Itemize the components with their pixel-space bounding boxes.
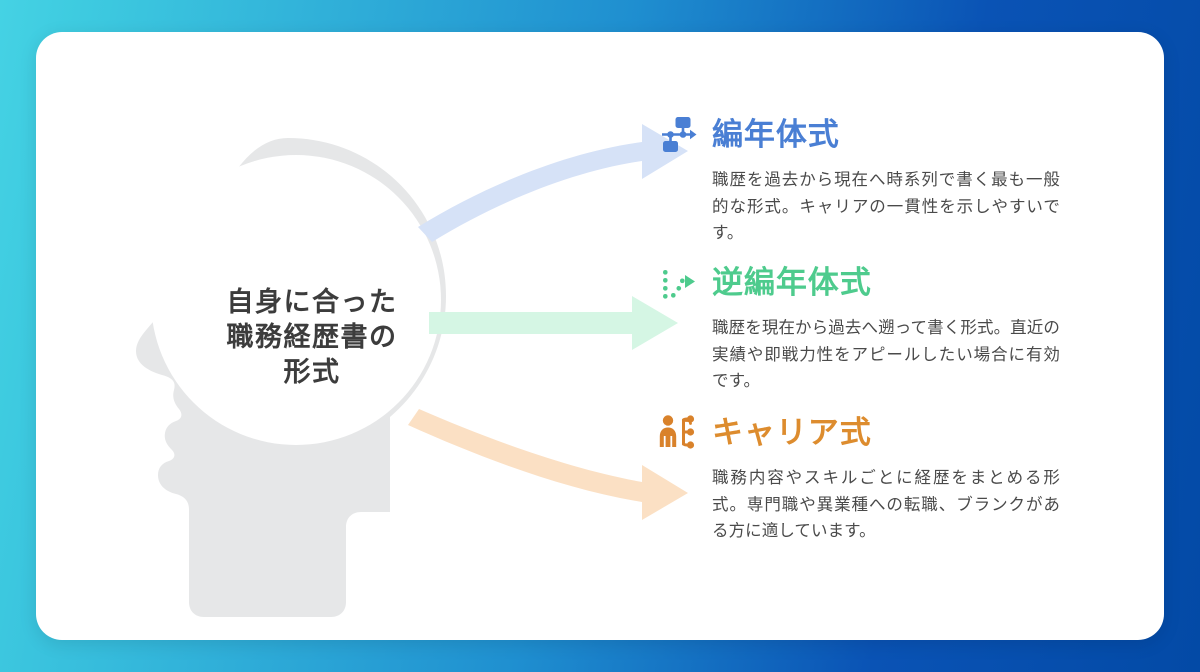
block-title: キャリア式 [712,414,872,451]
content-card: 自身に合った 職務経歴書の 形式 [36,32,1164,640]
center-label-line-3: 形式 [283,357,341,389]
center-label-line-2: 職務経歴書の [226,322,398,354]
person-skill-tree-icon [656,411,700,455]
format-block-reverse-chronological: 逆編年体式 職歴を現在から過去へ遡って書く形式。直近の実績や即戦力性をアピールし… [656,260,1060,395]
block-title: 逆編年体式 [712,264,872,301]
arrow-to-reverse-chronological [429,296,678,350]
block-description: 職務内容やスキルごとに経歴をまとめる形式。専門職や異業種への転職、ブランクがある… [712,468,1060,541]
format-block-career: キャリア式 職務内容やスキルごとに経歴をまとめる形式。専門職や異業種への転職、ブ… [656,410,1060,545]
timeline-flowchart-icon [656,113,700,157]
brain-circle [151,155,441,445]
format-block-chronological: 編年体式 職歴を過去から現在へ時系列で書く最も一般的な形式。キャリアの一貫性を示… [656,112,1060,247]
block-header: 編年体式 [656,112,1056,158]
dashed-path-arrow-icon [656,261,700,305]
center-label: 自身に合った 職務経歴書の 形式 [188,285,436,390]
center-label-line-1: 自身に合った [226,287,398,318]
head-silhouette [96,132,456,632]
block-header: キャリア式 [656,410,1056,456]
block-description: 職歴を過去から現在へ時系列で書く最も一般的な形式。キャリアの一貫性を示しやすいで… [712,170,1060,243]
block-header: 逆編年体式 [656,260,1056,306]
block-title: 編年体式 [712,116,840,153]
arrow-to-chronological [418,124,688,242]
block-description: 職歴を現在から過去へ遡って書く形式。直近の実績や即戦力性をアピールしたい場合に有… [712,318,1060,391]
